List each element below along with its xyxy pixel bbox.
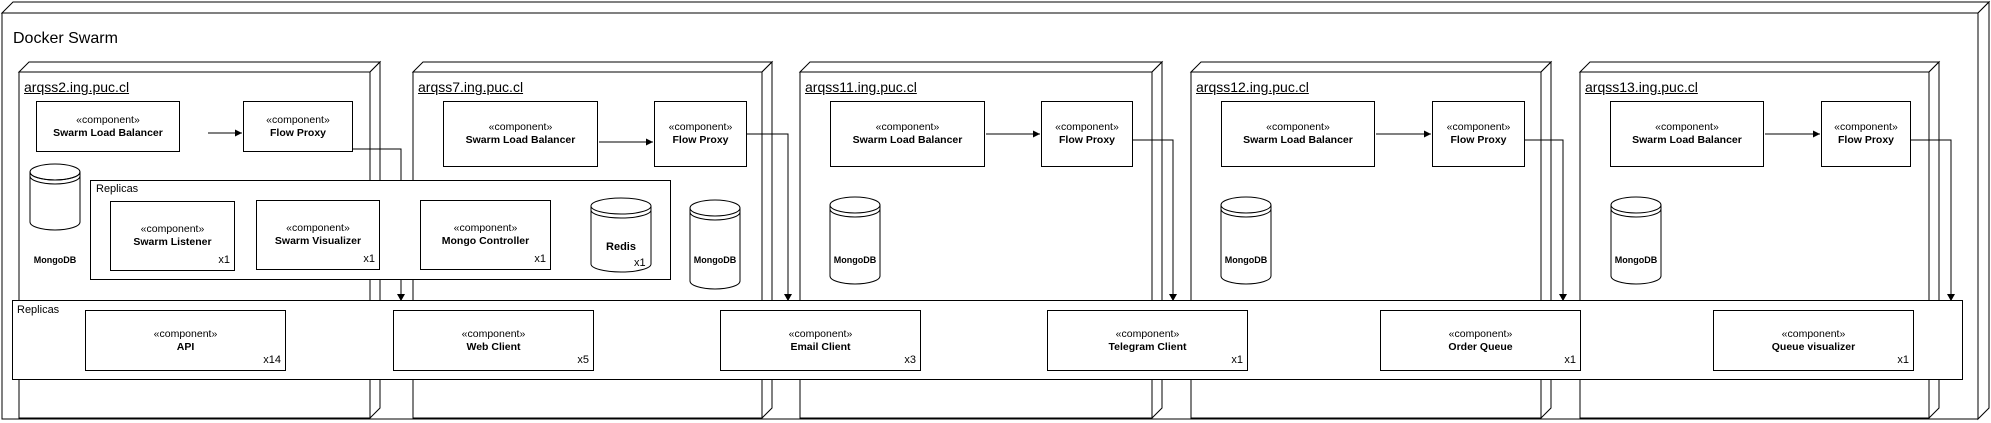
redis-label: Redis (606, 241, 636, 253)
component-name: Telegram Client (1108, 340, 1187, 353)
api-component[interactable]: «component» API x14 (85, 310, 286, 371)
component-name: Swarm Load Balancer (852, 134, 963, 146)
component-name: Flow Proxy (1450, 134, 1507, 146)
stereotype: «component» (140, 223, 205, 235)
node-label-1: arqss2.ing.puc.cl (24, 79, 130, 95)
multiplicity: x1 (363, 253, 375, 265)
node-label-3: arqss11.ing.puc.cl (805, 79, 917, 95)
component-name: Flow Proxy (1058, 134, 1115, 146)
mongodb-cylinder-5[interactable] (1610, 196, 1662, 286)
stereotype: «component» (286, 222, 350, 234)
swarm-visualizer[interactable]: «component» Swarm Visualizer x1 (256, 200, 380, 270)
node-label-2: arqss7.ing.puc.cl (418, 79, 524, 95)
stereotype: «component» (1448, 327, 1513, 340)
mongodb-label-4: MongoDB (1224, 255, 1268, 265)
web-client-component[interactable]: «component» Web Client x5 (393, 310, 594, 371)
mongodb-cylinder-1[interactable] (29, 163, 81, 231)
component-name: API (176, 340, 195, 353)
swarm-load-balancer-4[interactable]: «component» Swarm Load Balancer (1221, 101, 1375, 167)
stereotype: «component» (1781, 327, 1846, 340)
redis-cylinder[interactable] (590, 197, 652, 274)
component-name: Mongo Controller (441, 235, 530, 247)
stereotype: «component» (453, 222, 518, 234)
stereotype: «component» (1266, 121, 1330, 133)
swarm-listener[interactable]: «component» Swarm Listener x1 (110, 201, 235, 271)
component-name: Flow Proxy (1837, 134, 1894, 146)
stereotype: «component» (1446, 121, 1511, 133)
component-name: Order Queue (1448, 340, 1513, 353)
mongodb-label-3: MongoDB (833, 255, 877, 265)
mongodb-label-5: MongoDB (1614, 255, 1658, 265)
redis-multiplicity: x1 (634, 257, 646, 269)
stereotype: «component» (875, 121, 940, 133)
component-name: Flow Proxy (672, 134, 729, 146)
component-name: Swarm Visualizer (274, 235, 362, 247)
mongo-controller[interactable]: «component» Mongo Controller x1 (420, 200, 551, 270)
multiplicity: x1 (1564, 354, 1576, 366)
component-name: Swarm Load Balancer (465, 134, 576, 146)
stereotype: «component» (1115, 327, 1180, 340)
node-label-4: arqss12.ing.puc.cl (1196, 79, 1309, 95)
component-name: Flow Proxy (269, 126, 326, 139)
flow-proxy-3[interactable]: «component» Flow Proxy (1041, 101, 1133, 167)
flow-proxy-5[interactable]: «component» Flow Proxy (1821, 101, 1911, 167)
stereotype: «component» (488, 121, 553, 133)
top-replicas-label: Replicas (96, 183, 139, 195)
stereotype: «component» (668, 121, 733, 133)
mongodb-cylinder-3[interactable] (829, 196, 881, 286)
component-name: Web Client (466, 340, 521, 353)
telegram-client-component[interactable]: «component» Telegram Client x1 (1047, 310, 1248, 371)
mongodb-cylinder-4[interactable] (1220, 196, 1272, 286)
order-queue-component[interactable]: «component» Order Queue x1 (1380, 310, 1581, 371)
stereotype: «component» (788, 327, 853, 340)
stereotype: «component» (461, 327, 526, 340)
multiplicity: x5 (577, 354, 589, 366)
swarm-load-balancer-1[interactable]: «component» Swarm Load Balancer (36, 101, 180, 152)
stereotype: «component» (1655, 121, 1719, 133)
bottom-replicas-frame (12, 300, 1963, 380)
stereotype: «component» (153, 327, 218, 340)
multiplicity: x3 (904, 354, 916, 366)
component-name: Swarm Load Balancer (1632, 134, 1742, 146)
flow-proxy-1[interactable]: «component» Flow Proxy (243, 101, 353, 152)
component-name: Swarm Listener (133, 236, 212, 248)
flow-proxy-4[interactable]: «component» Flow Proxy (1432, 101, 1525, 167)
multiplicity: x1 (1897, 354, 1909, 366)
mongodb-cylinder-2[interactable] (689, 199, 741, 291)
queue-visualizer-component[interactable]: «component» Queue visualizer x1 (1713, 310, 1914, 371)
stereotype: «component» (1055, 121, 1119, 133)
multiplicity: x1 (1231, 354, 1243, 366)
bottom-replicas-label: Replicas (17, 304, 60, 316)
stereotype: «component» (266, 113, 330, 126)
email-client-component[interactable]: «component» Email Client x3 (720, 310, 921, 371)
multiplicity: x1 (534, 253, 546, 265)
swarm-load-balancer-3[interactable]: «component» Swarm Load Balancer (830, 101, 985, 167)
flow-proxy-2[interactable]: «component» Flow Proxy (654, 101, 747, 167)
component-name: Swarm Load Balancer (1243, 134, 1353, 146)
swarm-title: Docker Swarm (13, 30, 118, 47)
component-name: Queue visualizer (1771, 340, 1856, 353)
component-name: Email Client (790, 340, 851, 353)
mongodb-label-2: MongoDB (693, 255, 737, 265)
component-name: Swarm Load Balancer (53, 126, 163, 139)
multiplicity: x1 (218, 254, 230, 266)
swarm-load-balancer-2[interactable]: «component» Swarm Load Balancer (443, 101, 598, 167)
swarm-load-balancer-5[interactable]: «component» Swarm Load Balancer (1610, 101, 1764, 167)
stereotype: «component» (1834, 121, 1898, 133)
mongodb-label-1: MongoDB (33, 255, 77, 265)
stereotype: «component» (76, 113, 140, 126)
multiplicity: x14 (263, 354, 281, 366)
node-label-5: arqss13.ing.puc.cl (1585, 79, 1698, 95)
